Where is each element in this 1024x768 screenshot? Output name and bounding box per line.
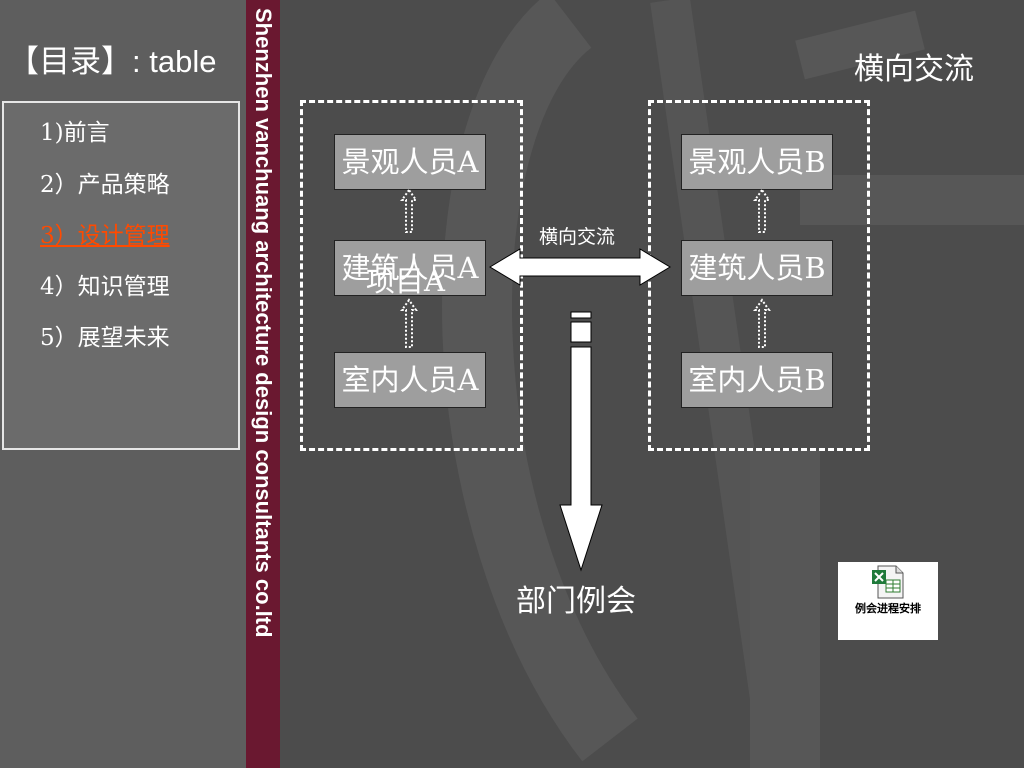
toc-item-design-management[interactable]: 3）设计管理 xyxy=(40,223,170,249)
landscape-staff-b: 景观人员B xyxy=(681,134,833,190)
toc-list: 1)前言 2）产品策略 3）设计管理 4）知识管理 5）展望未来 xyxy=(2,101,240,450)
department-meeting-label: 部门例会 xyxy=(516,584,636,619)
down-arrow xyxy=(559,311,603,572)
toc-item-product-strategy[interactable]: 2）产品策略 xyxy=(40,172,170,198)
horizontal-double-arrow xyxy=(489,248,671,286)
landscape-staff-a: 景观人员A xyxy=(334,134,486,190)
dotted-arrow-b-lower xyxy=(753,298,771,348)
company-band: Shenzhen vanchuang architecture design c… xyxy=(246,0,280,768)
diagram-title: 横向交流 xyxy=(854,52,974,87)
interior-staff-b: 室内人员B xyxy=(681,352,833,408)
excel-file-icon xyxy=(872,565,904,599)
toc-title: 【目录】: table xyxy=(8,44,217,79)
architecture-staff-b: 建筑人员B xyxy=(681,240,833,296)
attachment-label: 例会进程安排 xyxy=(855,602,921,615)
toc-item-preface[interactable]: 1)前言 xyxy=(40,120,110,146)
toc-item-outlook[interactable]: 5）展望未来 xyxy=(40,325,170,351)
toc-item-knowledge-management[interactable]: 4）知识管理 xyxy=(40,274,170,300)
interior-staff-a: 室内人员A xyxy=(334,352,486,408)
project-a-label: 项目A xyxy=(366,264,445,298)
dotted-arrow-a-lower xyxy=(400,298,418,348)
dotted-arrow-a-upper xyxy=(400,188,418,233)
architecture-staff-a: 建筑人员A xyxy=(334,240,486,296)
exchange-arrow-label: 横向交流 xyxy=(539,226,616,248)
sidebar: 【目录】: table 1)前言 2）产品策略 3）设计管理 4）知识管理 5）… xyxy=(0,0,246,768)
meeting-schedule-attachment[interactable]: 例会进程安排 xyxy=(838,562,938,640)
dotted-arrow-b-upper xyxy=(753,188,771,233)
